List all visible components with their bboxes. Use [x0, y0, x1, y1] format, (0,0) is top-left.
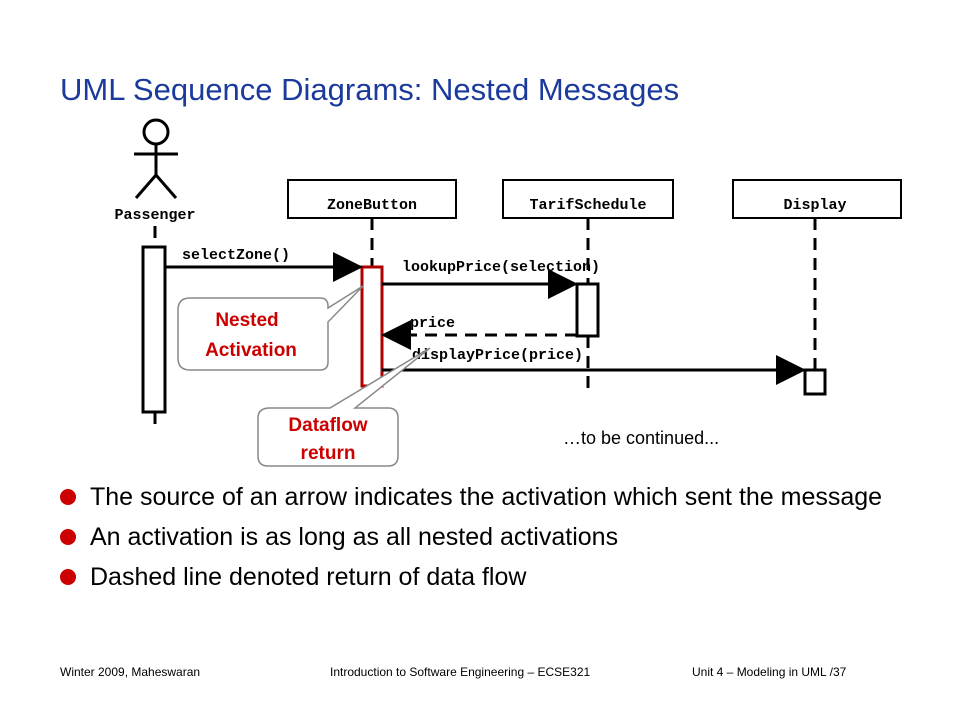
bullet-text: Dashed line denoted return of data flow [90, 563, 527, 591]
bullet-item: An activation is as long as all nested a… [60, 522, 920, 552]
callout-nested-activation: Nested Activation [177, 285, 364, 371]
bullet-dot-icon [60, 529, 76, 545]
object-label-zonebutton: ZoneButton [327, 197, 417, 214]
message-label-selectzone: selectZone() [182, 247, 290, 264]
bullet-text: An activation is as long as all nested a… [90, 523, 619, 551]
callout-dataflow-line2: return [301, 443, 356, 464]
object-display: Display [732, 179, 902, 219]
return-label-price: price [410, 315, 455, 332]
activation-display [803, 368, 827, 396]
message-label-lookupprice: lookupPrice(selection) [402, 259, 600, 276]
bullet-item: The source of an arrow indicates the act… [60, 482, 920, 512]
object-label-display: Display [783, 197, 846, 214]
object-label-tarifschedule: TarifSchedule [529, 197, 646, 214]
footer-left: Winter 2009, Maheswaran [60, 665, 201, 679]
callout-dataflow-line1: Dataflow [288, 415, 367, 436]
continued-note: …to be continued... [563, 428, 719, 448]
bullet-dot-icon [60, 569, 76, 585]
actor-label: Passenger [114, 207, 195, 224]
callout-nested-line1: Nested [215, 310, 278, 331]
object-zonebutton: ZoneButton [287, 179, 457, 219]
bullet-dot-icon [60, 489, 76, 505]
passenger-actor-figure [134, 118, 178, 199]
callout-dataflow-return: Dataflow return [257, 347, 431, 467]
activation-passenger [141, 245, 167, 414]
message-label-displayprice: displayPrice(price) [412, 347, 583, 364]
slide-title: UML Sequence Diagrams: Nested Messages [60, 72, 680, 107]
bullet-text: The source of an arrow indicates the act… [90, 483, 883, 511]
object-tarifschedule: TarifSchedule [502, 179, 674, 219]
callout-nested-line2: Activation [205, 340, 297, 361]
sequence-diagram: Passenger ZoneButton TarifSchedule Displ… [114, 118, 902, 467]
footer-center: Introduction to Software Engineering – E… [330, 665, 591, 679]
activation-zonebutton [360, 265, 384, 388]
bullet-item: Dashed line denoted return of data flow [60, 562, 920, 592]
activation-tarifschedule [575, 282, 600, 338]
footer-right: Unit 4 – Modeling in UML /37 [692, 665, 847, 679]
bullet-list: The source of an arrow indicates the act… [60, 482, 920, 602]
